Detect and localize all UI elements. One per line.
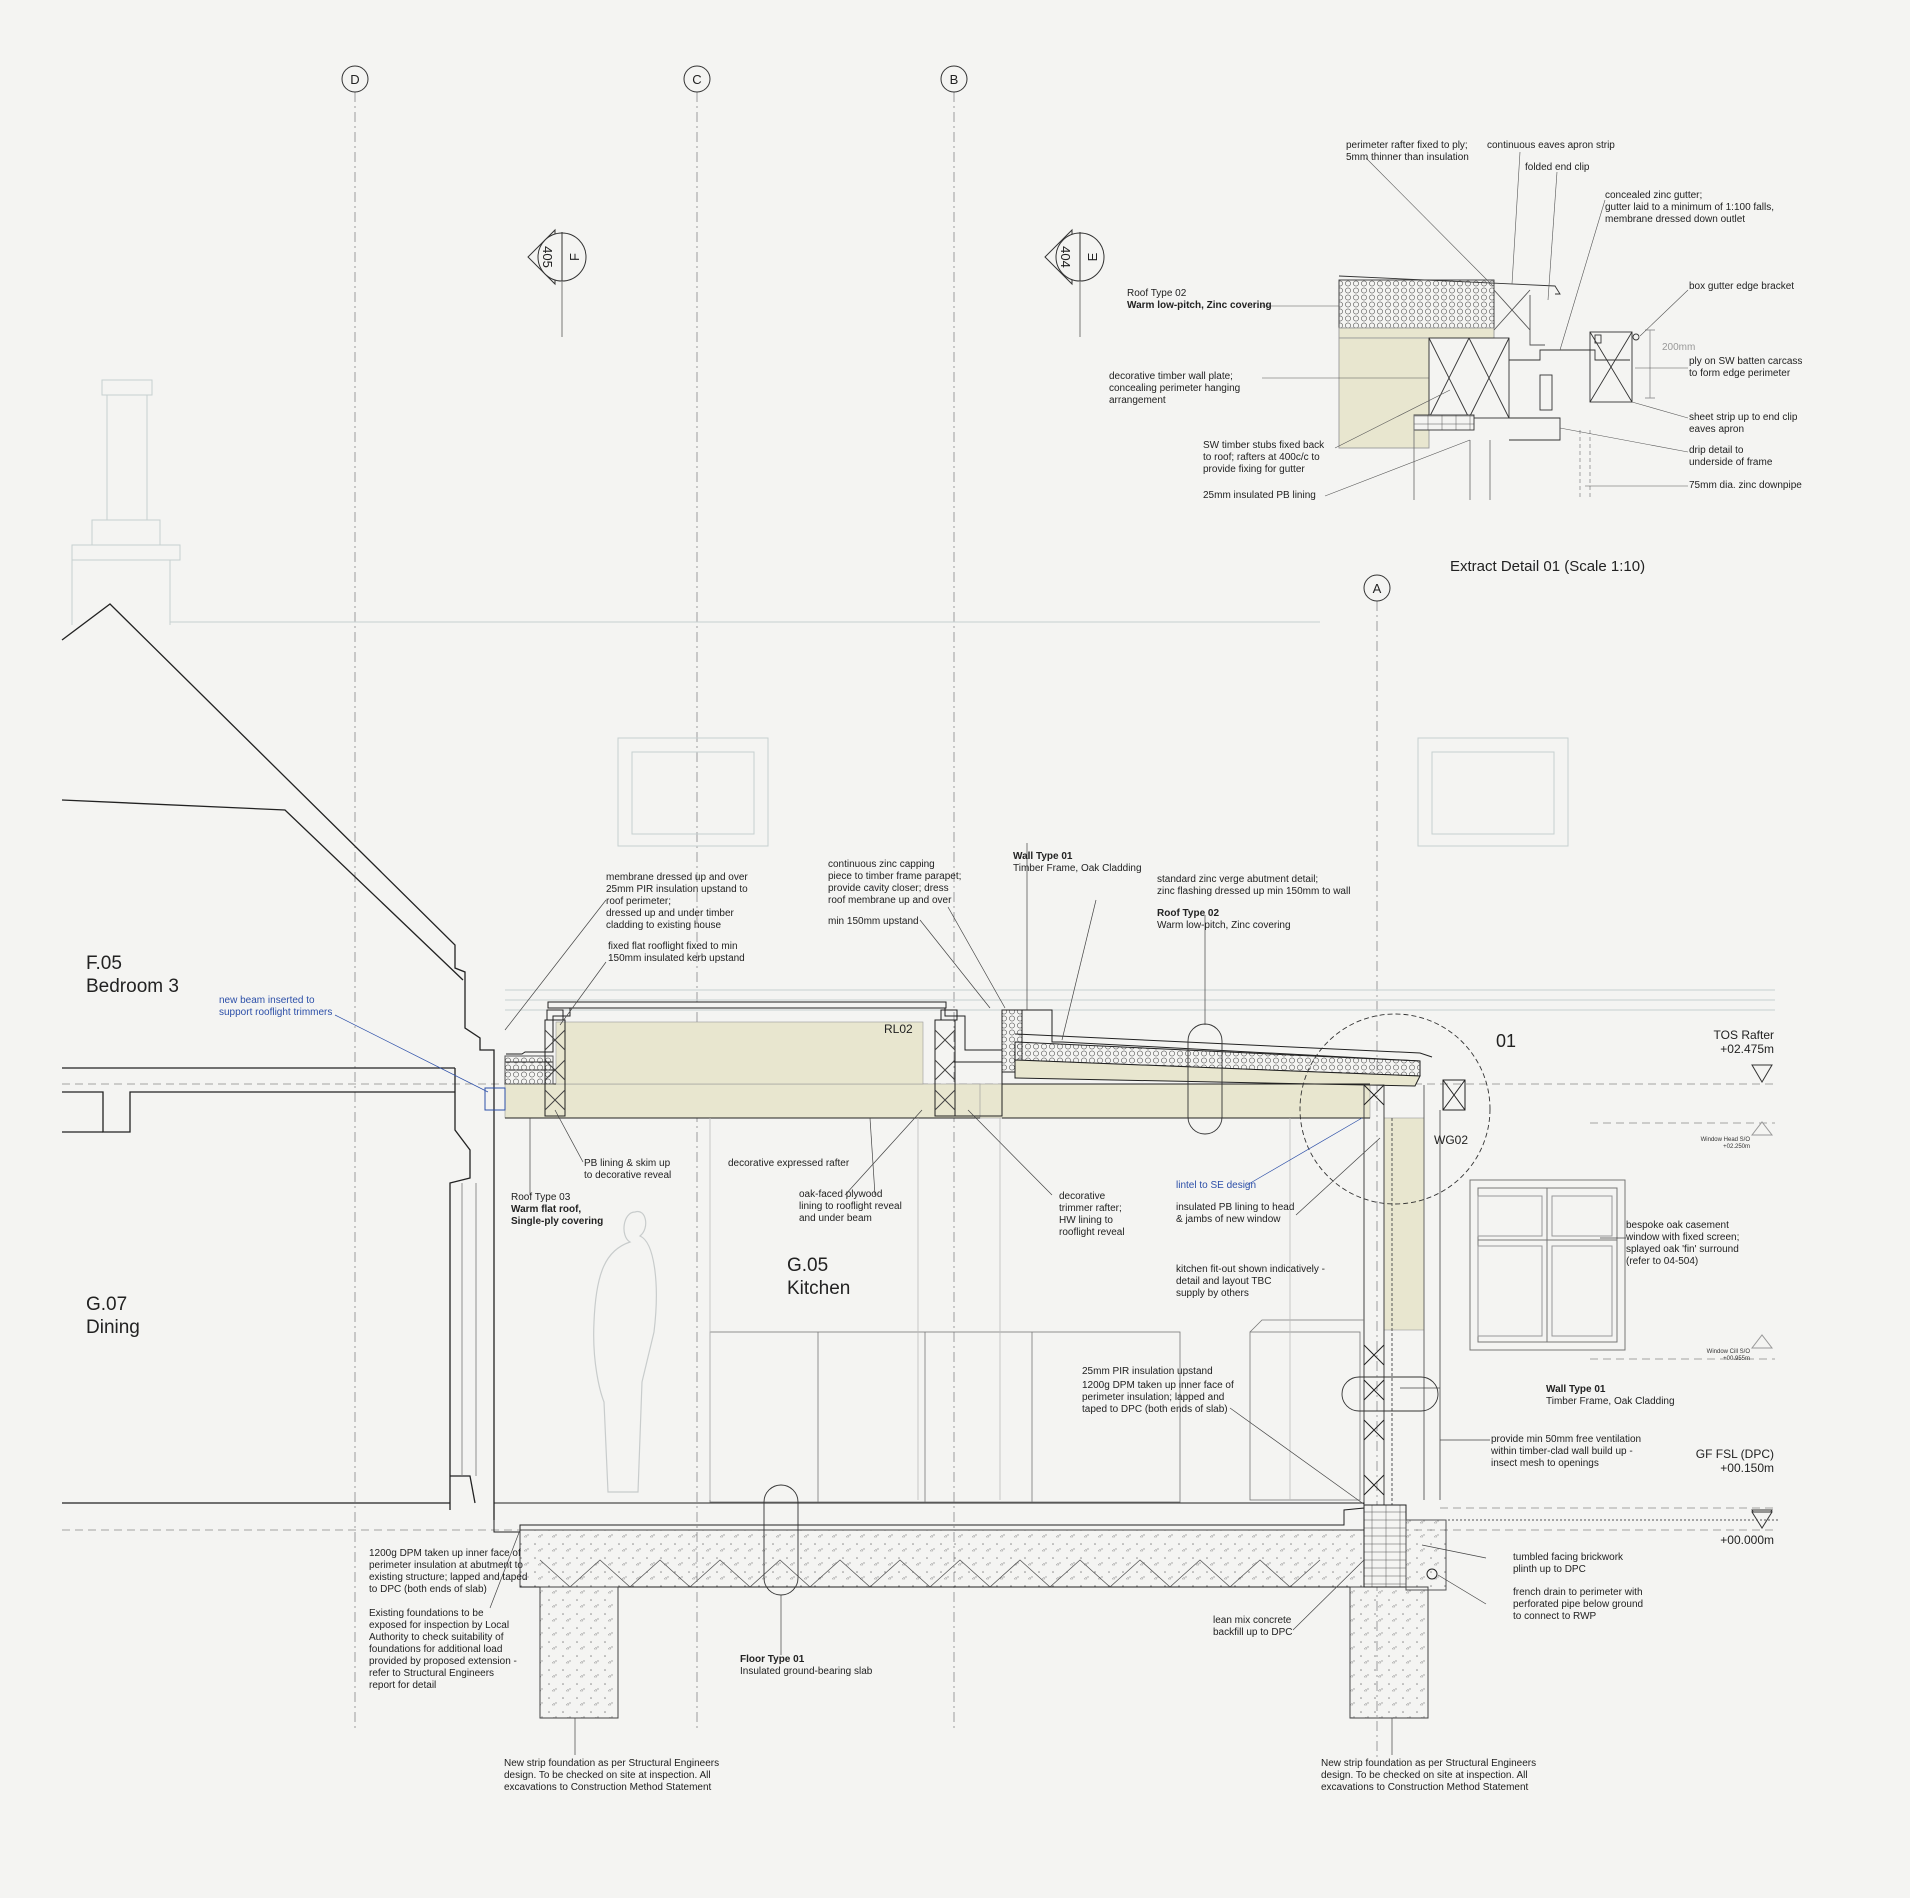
note-dpm-abutment: 1200g DPM taken up inner face of perimet… bbox=[369, 1548, 528, 1595]
note-floor-type-01-desc: Insulated ground-bearing slab bbox=[740, 1666, 873, 1677]
slab-foundation bbox=[493, 1502, 1780, 1719]
grid-bubbles bbox=[341, 65, 1391, 602]
room-g07: G.07 Dining bbox=[86, 1294, 140, 1338]
existing-house bbox=[61, 603, 495, 1520]
note-french-drain: french drain to perimeter with perforate… bbox=[1513, 1587, 1644, 1622]
note-drip-detail: drip detail to underside of frame bbox=[1689, 445, 1773, 468]
section-f: F bbox=[567, 253, 582, 261]
note-membrane: membrane dressed up and over 25mm PIR in… bbox=[606, 872, 748, 931]
note-trimmer-rafter: decorative trimmer rafter; HW lining to … bbox=[1059, 1191, 1125, 1238]
note-roof-type-03-desc: Warm flat roof, Single-ply covering bbox=[511, 1204, 604, 1227]
note-existing-foundations: Existing foundations to be exposed for i… bbox=[369, 1608, 517, 1691]
rooflight-tag-rl02: RL02 bbox=[884, 1022, 913, 1036]
note-wall-type-01: Wall Type 01 bbox=[1013, 851, 1073, 862]
note-pir-upstand: 25mm PIR insulation upstand bbox=[1082, 1366, 1213, 1377]
grid-label-d: D bbox=[350, 72, 359, 87]
note-wall-type-01b: Wall Type 01 bbox=[1546, 1384, 1606, 1395]
note-oak-casement: bespoke oak casement window with fixed s… bbox=[1626, 1220, 1740, 1267]
note-oak-plywood: oak-faced plywood lining to rooflight re… bbox=[799, 1189, 902, 1224]
note-box-gutter-bracket: box gutter edge bracket bbox=[1689, 281, 1795, 292]
note-roof-type-02-desc: Warm low-pitch, Zinc covering bbox=[1157, 920, 1291, 931]
note-insulated-pb: insulated PB lining to head & jambs of n… bbox=[1176, 1202, 1295, 1225]
section-404: 404 bbox=[1058, 246, 1073, 268]
level-datums bbox=[62, 1083, 1775, 1531]
kitchen-units bbox=[709, 1118, 1364, 1503]
note-detail-roof-type-02: Roof Type 02 bbox=[1127, 288, 1187, 299]
grid-bubble-b bbox=[940, 65, 968, 93]
grid-bubble-a bbox=[1363, 574, 1391, 602]
detail-callout-01: 01 bbox=[1496, 1031, 1517, 1051]
grid-label-c: C bbox=[692, 72, 701, 87]
extract-detail-drawing bbox=[1262, 151, 1689, 500]
note-ventilation: provide min 50mm free ventilation within… bbox=[1491, 1434, 1642, 1469]
note-sheet-strip: sheet strip up to end clip eaves apron bbox=[1689, 412, 1798, 435]
note-lean-mix: lean mix concrete backfill up to DPC bbox=[1213, 1615, 1293, 1638]
note-perimeter-rafter: perimeter rafter fixed to ply; 5mm thinn… bbox=[1346, 140, 1469, 163]
note-zinc-verge: standard zinc verge abutment detail; zin… bbox=[1157, 874, 1351, 897]
level-window-cill: Window Cill S/O +00.955m bbox=[1706, 1349, 1750, 1362]
grid-bubble-d bbox=[341, 65, 369, 93]
note-eaves-apron: continuous eaves apron strip bbox=[1487, 140, 1615, 151]
rooflight-kerb-right bbox=[934, 1029, 956, 1111]
note-pb-skim: PB lining & skim up to decorative reveal bbox=[584, 1158, 672, 1181]
note-new-beam: new beam inserted to support rooflight t… bbox=[219, 995, 333, 1018]
note-roof-type-02: Roof Type 02 bbox=[1157, 908, 1220, 919]
note-lintel: lintel to SE design bbox=[1176, 1180, 1257, 1191]
note-strip-foundation-right: New strip foundation as per Structural E… bbox=[1321, 1758, 1537, 1793]
section-405: 405 bbox=[540, 246, 555, 268]
level-window-head: Window Head S/O +02.250m bbox=[1700, 1137, 1750, 1150]
note-wall-plate: decorative timber wall plate; concealing… bbox=[1109, 371, 1241, 406]
note-sw-stubs: SW timber stubs fixed back to roof; raft… bbox=[1203, 440, 1325, 475]
grid-label-a: A bbox=[1373, 581, 1382, 596]
section-e: E bbox=[1085, 252, 1100, 261]
note-dpm-inner: 1200g DPM taken up inner face of perimet… bbox=[1082, 1380, 1234, 1415]
note-floor-type-01: Floor Type 01 bbox=[740, 1654, 805, 1665]
note-kitchen-fitout: kitchen fit-out shown indicatively - det… bbox=[1176, 1264, 1325, 1299]
extract-detail-title: Extract Detail 01 (Scale 1:10) bbox=[1450, 558, 1646, 575]
note-rooflight-kerb: fixed flat rooflight fixed to min 150mm … bbox=[608, 941, 745, 964]
window-tag-wg02: WG02 bbox=[1434, 1133, 1469, 1147]
note-min-150-upstand: min 150mm upstand bbox=[828, 916, 919, 927]
note-zinc-downpipe: 75mm dia. zinc downpipe bbox=[1689, 480, 1802, 491]
room-g05: G.05 Kitchen bbox=[787, 1255, 851, 1299]
note-strip-foundation-left: New strip foundation as per Structural E… bbox=[504, 1758, 720, 1793]
rooflight-kerb-left bbox=[544, 1029, 566, 1111]
level-tos-rafter: TOS Rafter +02.475m bbox=[1713, 1028, 1774, 1056]
human-figure bbox=[593, 1210, 657, 1493]
note-ply-batten: ply on SW batten carcass to form edge pe… bbox=[1689, 356, 1803, 379]
room-f05: F.05 Bedroom 3 bbox=[86, 953, 179, 997]
section-marker-f[interactable] bbox=[527, 228, 587, 337]
background-elevation bbox=[71, 379, 1775, 1011]
extension-roof bbox=[484, 1001, 1433, 1119]
note-expressed-rafter: decorative expressed rafter bbox=[728, 1158, 850, 1169]
note-pb-lining: 25mm insulated PB lining bbox=[1203, 490, 1316, 501]
section-marker-e[interactable] bbox=[1044, 228, 1105, 337]
note-concealed-zinc-gutter: concealed zinc gutter; gutter laid to a … bbox=[1605, 190, 1774, 225]
level-gf-fsl: GF FSL (DPC) +00.150m bbox=[1695, 1447, 1774, 1475]
grid-bubble-c bbox=[683, 65, 711, 93]
level-zero: +00.000m bbox=[1720, 1533, 1774, 1547]
detail-dimension: 200mm bbox=[1662, 342, 1696, 353]
grid-label-b: B bbox=[950, 72, 959, 87]
note-detail-roof-type-02-desc: Warm low-pitch, Zinc covering bbox=[1127, 300, 1272, 311]
note-zinc-capping: continuous zinc capping piece to timber … bbox=[828, 859, 962, 906]
note-roof-type-03: Roof Type 03 bbox=[511, 1192, 571, 1203]
note-brickwork: tumbled facing brickwork plinth up to DP… bbox=[1513, 1552, 1624, 1575]
note-wall-type-01-desc: Timber Frame, Oak Cladding bbox=[1013, 863, 1142, 874]
extension-wall bbox=[1363, 1079, 1626, 1506]
note-folded-end-clip: folded end clip bbox=[1525, 162, 1590, 173]
note-wall-type-01b-desc: Timber Frame, Oak Cladding bbox=[1546, 1396, 1675, 1407]
leader-lines bbox=[334, 843, 1626, 1755]
